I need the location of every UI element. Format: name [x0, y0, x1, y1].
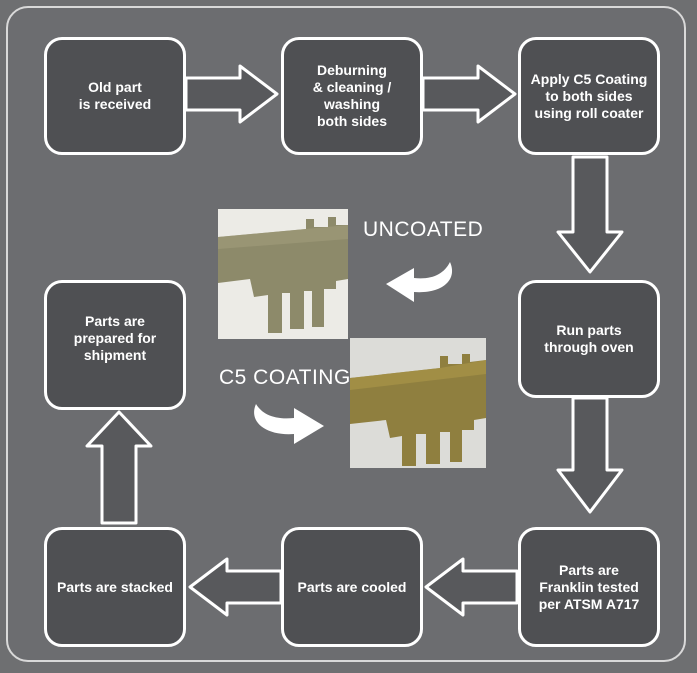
step-parts-stacked-label: Parts are stacked	[57, 578, 173, 595]
step-old-part-received: Old part is received	[44, 37, 186, 155]
coated-caption: C5 COATING	[219, 366, 351, 389]
step-run-through-oven: Run parts through oven	[518, 280, 660, 398]
step-prepared-for-shipment-label: Parts are prepared for shipment	[73, 313, 157, 363]
step-prepared-for-shipment: Parts are prepared for shipment	[44, 280, 186, 410]
step-old-part-received-label: Old part is received	[78, 79, 152, 112]
step-parts-cooled: Parts are cooled	[281, 527, 423, 647]
step-parts-stacked: Parts are stacked	[44, 527, 186, 647]
arrow-coat-to-oven	[556, 155, 624, 274]
uncoated-part-photo	[218, 209, 348, 339]
arrow-deburr-to-coat	[421, 64, 517, 124]
step-apply-c5-coating-label: Apply C5 Coating to both sides using rol…	[530, 70, 648, 121]
step-franklin-tested: Parts are Franklin tested per ATSM A717	[518, 527, 660, 647]
arrow-tested-to-cooled	[424, 557, 519, 617]
uncoated-caption: UNCOATED	[363, 218, 484, 241]
arrow-stacked-to-shipment	[85, 410, 153, 525]
arrow-cooled-to-stacked	[188, 557, 283, 617]
step-deburring-cleaning-label: Deburning & cleaning / washing both side…	[312, 62, 392, 129]
coated-part-photo	[350, 338, 486, 468]
uncoated-part-shape	[218, 217, 348, 333]
coated-part-shape	[350, 354, 486, 466]
step-run-through-oven-label: Run parts through oven	[544, 322, 634, 355]
arrow-received-to-deburr	[184, 64, 279, 124]
step-deburring-cleaning: Deburning & cleaning / washing both side…	[281, 37, 423, 155]
arrow-oven-to-tested	[556, 396, 624, 514]
curved-arrow-left-icon	[386, 262, 453, 302]
curved-arrow-right-icon	[254, 404, 324, 444]
step-apply-c5-coating: Apply C5 Coating to both sides using rol…	[518, 37, 660, 155]
step-parts-cooled-label: Parts are cooled	[297, 578, 407, 595]
step-franklin-tested-label: Parts are Franklin tested per ATSM A717	[538, 561, 640, 612]
